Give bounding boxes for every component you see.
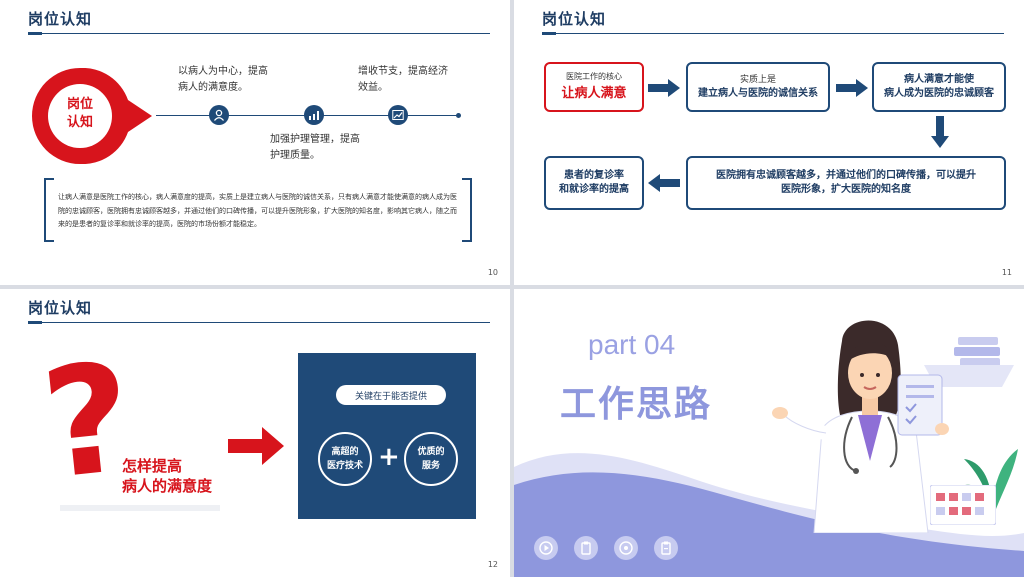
- title-underline: [28, 322, 490, 323]
- page-number: 10: [487, 268, 498, 277]
- core-big-label: 让病人满意: [561, 86, 627, 101]
- notes-button[interactable]: [654, 536, 678, 560]
- point-2-text: 加强护理管理，提高 护理质量。: [270, 134, 360, 161]
- question-shadow: [60, 505, 220, 511]
- title-underline-accent: [28, 321, 42, 324]
- books-icon: [954, 337, 1000, 367]
- flow-box-revisit: 患者的复诊率 和就诊率的提高: [544, 156, 644, 210]
- trend-icon: [392, 110, 404, 120]
- clipboard-icon: [581, 541, 591, 555]
- title-underline: [542, 33, 1004, 34]
- flow-box-core: 医院工作的核心 让病人满意: [544, 62, 644, 112]
- slide-13[interactable]: part 04 工作思路: [514, 289, 1024, 577]
- core-small-label: 医院工作的核心: [566, 72, 622, 81]
- arrow-right-icon: [228, 427, 284, 465]
- slide-11[interactable]: 岗位认知 医院工作的核心 让病人满意 实质上是 建立病人与医院的诚信关系 病人满…: [514, 0, 1024, 285]
- page-number: 12: [487, 560, 498, 569]
- point-1-text: 以病人为中心，提高 病人的满意度。: [178, 66, 268, 93]
- title-underline: [28, 33, 490, 34]
- settings-button[interactable]: [614, 536, 638, 560]
- document-button[interactable]: [574, 536, 598, 560]
- title-underline-accent: [28, 32, 42, 35]
- arrow-right-icon: [648, 79, 680, 97]
- page-number: 11: [1001, 268, 1012, 277]
- key-pill: 关键在于能否提供: [336, 385, 446, 405]
- question-text: 怎样提高 病人的满意度: [122, 457, 213, 495]
- essence-line-2: 建立病人与医院的诚信关系: [698, 88, 818, 99]
- badge-teardrop: [32, 68, 152, 164]
- play-icon: [539, 541, 553, 555]
- circle-medical-skill: 高超的 医疗技术: [318, 432, 372, 486]
- flow-box-reputation: 医院拥有忠诚顾客越多，并通过他们的口碑传播，可以提升 医院形象，扩大医院的知名度: [686, 156, 1006, 210]
- section-heading: 工作思路: [560, 384, 713, 425]
- part-label: part 04: [588, 329, 676, 360]
- growth-chart-icon: [309, 111, 319, 120]
- slide-title: 岗位认知: [542, 10, 607, 28]
- person-icon: [213, 109, 225, 121]
- body-paragraph: 让病人满意是医院工作的核心，病人满意度的提高，实质上是建立病人与医院的诚信关系，…: [58, 193, 457, 228]
- play-button[interactable]: [534, 536, 558, 560]
- flow-box-loyal: 病人满意才能使 病人成为医院的忠诚顾客: [872, 62, 1006, 112]
- lamp-icon: [924, 365, 1014, 387]
- flow-box-essence: 实质上是 建立病人与医院的诚信关系: [686, 62, 830, 112]
- arrow-right-icon: [836, 79, 868, 97]
- doctor-illustration: [772, 320, 949, 533]
- clipboard-icon: [661, 541, 671, 555]
- body-bracket: 让病人满意是医院工作的核心，病人满意度的提高，实质上是建立病人与医院的诚信关系，…: [44, 178, 472, 242]
- plus-sign: +: [378, 442, 400, 472]
- title-underline-accent: [542, 32, 556, 35]
- target-icon: [619, 541, 633, 555]
- slide-10[interactable]: 岗位认知 岗位 认知 以病人为中心，提高 病人的满意度。 加强护理管理，提高 护…: [0, 0, 510, 285]
- calendar-icon: [930, 485, 996, 525]
- slide-12[interactable]: 岗位认知 ? 怎样提高 病人的满意度 关键在于能否提供 高超的 医疗技术 + 优…: [0, 289, 510, 577]
- arrow-down-icon: [931, 116, 949, 148]
- arrow-left-icon: [648, 174, 680, 192]
- answer-panel: 关键在于能否提供 高超的 医疗技术 + 优质的 服务: [298, 353, 476, 519]
- badge-label: 岗位 认知: [66, 97, 93, 130]
- essence-line-1: 实质上是: [739, 75, 776, 85]
- wave-background: [514, 453, 1024, 577]
- timeline-end-dot: [456, 113, 461, 118]
- circle-quality-service: 优质的 服务: [404, 432, 458, 486]
- node-trend: [388, 105, 408, 125]
- node-person: [209, 105, 229, 125]
- slide-title: 岗位认知: [28, 10, 93, 28]
- point-3-text: 增收节支，提高经济 效益。: [358, 66, 448, 93]
- node-chart-up: [304, 105, 324, 125]
- slide-title: 岗位认知: [28, 299, 93, 317]
